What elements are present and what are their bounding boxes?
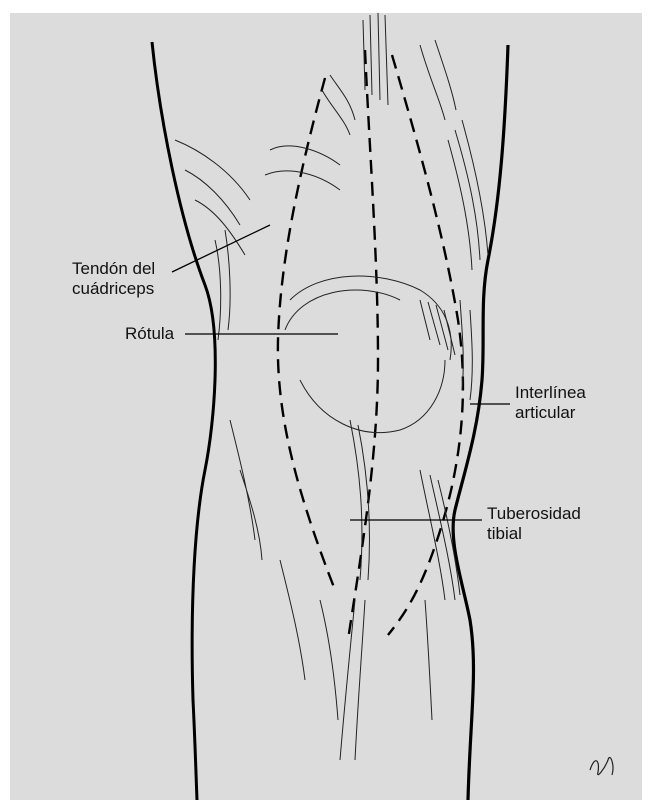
label-quadriceps-tendon-line2: cuádriceps [72, 279, 155, 299]
left-leg-outline [152, 42, 215, 800]
label-tibial-tuberosity-line1: Tuberosidad [487, 504, 581, 524]
label-tibial-tuberosity-line2: tibial [487, 524, 581, 544]
label-joint-line: Interlínea articular [515, 383, 586, 423]
label-patella-text: Rótula [125, 324, 174, 344]
label-quadriceps-tendon-line1: Tendón del [72, 259, 155, 279]
label-patella: Rótula [125, 324, 174, 344]
label-joint-line-line1: Interlínea [515, 383, 586, 403]
dashed-line-center [348, 50, 378, 640]
label-quadriceps-tendon: Tendón del cuádriceps [72, 259, 155, 299]
sketch-hatching [175, 13, 488, 760]
label-joint-line-line2: articular [515, 403, 586, 423]
label-tibial-tuberosity: Tuberosidad tibial [487, 504, 581, 544]
artist-signature [590, 758, 613, 775]
